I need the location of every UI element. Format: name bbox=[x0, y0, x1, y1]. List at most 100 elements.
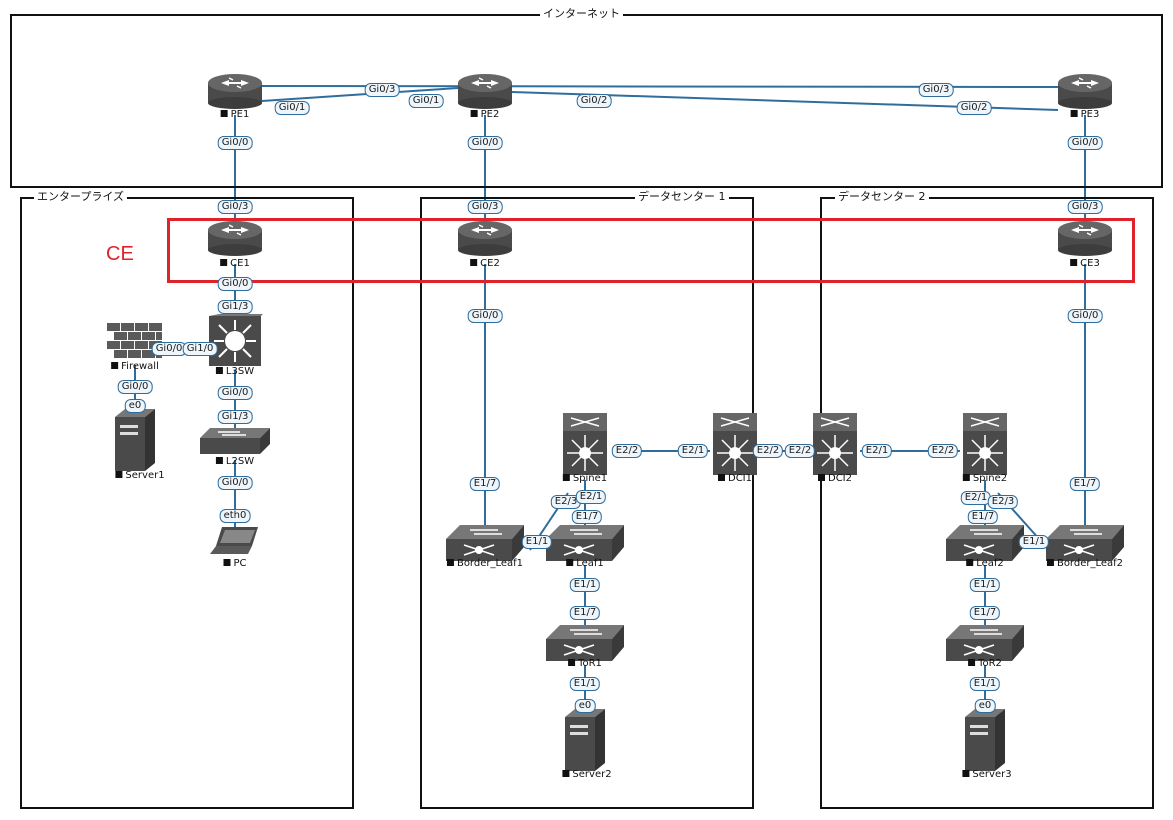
dc1-zone-title: データセンター 1 bbox=[635, 190, 729, 204]
port-label-tor1: E1/1 bbox=[569, 677, 601, 691]
port-label-dci2: E2/2 bbox=[784, 444, 816, 458]
ce-highlight-box bbox=[167, 218, 1135, 283]
port-label-spine2: E2/2 bbox=[927, 444, 959, 458]
device-label-pc: PC bbox=[223, 558, 246, 570]
port-label-l3sw: Gi0/0 bbox=[217, 386, 253, 400]
nexus-icon[interactable] bbox=[811, 411, 859, 481]
port-label-server3: e0 bbox=[974, 699, 996, 713]
device-label-ce1: CE1 bbox=[220, 258, 250, 270]
port-label-ce3: Gi0/0 bbox=[1067, 309, 1103, 323]
port-label-ce2: Gi0/3 bbox=[467, 200, 503, 214]
device-label-spine2: Spine2 bbox=[963, 473, 1007, 485]
port-label-firewall: Gi0/0 bbox=[117, 380, 153, 394]
port-label-dci1: E2/2 bbox=[752, 444, 784, 458]
port-label-tor2: E1/7 bbox=[969, 606, 1001, 620]
leaf-switch-icon[interactable] bbox=[946, 523, 1024, 567]
router-icon[interactable] bbox=[1057, 220, 1113, 260]
port-label-ce1: Gi0/3 bbox=[217, 200, 253, 214]
port-label-leaf2: E1/7 bbox=[967, 510, 999, 524]
nexus-icon[interactable] bbox=[711, 411, 759, 481]
port-label-pe1: Gi0/0 bbox=[217, 136, 253, 150]
nexus-icon[interactable] bbox=[561, 411, 609, 481]
port-label-firewall: Gi0/0 bbox=[151, 342, 187, 356]
link-pe1-pe2 bbox=[261, 87, 459, 102]
internet-zone: インターネット bbox=[10, 7, 1163, 188]
port-label-spine2: E2/3 bbox=[987, 495, 1019, 509]
dc2-zone: データセンター 2 bbox=[820, 190, 1154, 809]
router-icon[interactable] bbox=[457, 220, 513, 260]
port-label-server1: e0 bbox=[124, 399, 146, 413]
port-label-pe2: Gi0/0 bbox=[467, 136, 503, 150]
leaf-switch-icon[interactable] bbox=[1046, 523, 1124, 567]
port-label-pc: eth0 bbox=[219, 509, 251, 523]
port-label-ce2: Gi0/0 bbox=[467, 309, 503, 323]
device-label-pe3: PE3 bbox=[1071, 109, 1100, 121]
port-label-ce3: Gi0/3 bbox=[1067, 200, 1103, 214]
port-label-pe3: Gi0/3 bbox=[918, 83, 954, 97]
port-label-leaf1: E1/1 bbox=[569, 578, 601, 592]
ce-highlight-label: CE bbox=[106, 243, 134, 265]
leaf-switch-icon[interactable] bbox=[946, 623, 1024, 667]
port-label-l2sw: Gi0/0 bbox=[217, 476, 253, 490]
port-label-pe1: Gi0/3 bbox=[364, 83, 400, 97]
device-label-pe1: PE1 bbox=[221, 109, 250, 121]
nexus-icon[interactable] bbox=[961, 411, 1009, 481]
port-label-border_leaf1: E1/1 bbox=[521, 535, 553, 549]
port-label-l3sw: Gi1/3 bbox=[217, 300, 253, 314]
device-label-spine1: Spine1 bbox=[563, 473, 607, 485]
port-label-leaf2: E1/1 bbox=[969, 578, 1001, 592]
port-label-l2sw: Gi1/3 bbox=[217, 410, 253, 424]
port-label-pe2: Gi0/1 bbox=[408, 94, 444, 108]
port-label-tor2: E1/1 bbox=[969, 677, 1001, 691]
port-label-pe3: Gi0/2 bbox=[956, 101, 992, 115]
port-label-border_leaf1: E1/7 bbox=[469, 477, 501, 491]
router-icon[interactable] bbox=[207, 220, 263, 260]
device-label-firewall: Firewall bbox=[111, 361, 159, 373]
port-label-spine1: E2/1 bbox=[575, 490, 607, 504]
device-label-pe2: PE2 bbox=[471, 109, 500, 121]
port-label-pe3: Gi0/0 bbox=[1067, 136, 1103, 150]
port-label-ce1: Gi0/0 bbox=[217, 277, 253, 291]
device-label-leaf1: Leaf1 bbox=[566, 558, 604, 570]
device-label-border_leaf1: Border_Leaf1 bbox=[447, 558, 523, 570]
router-icon[interactable] bbox=[207, 73, 263, 113]
leaf-switch-icon[interactable] bbox=[546, 523, 624, 567]
server-icon[interactable] bbox=[563, 709, 607, 777]
port-label-leaf1: E1/7 bbox=[571, 510, 603, 524]
device-label-ce2: CE2 bbox=[470, 258, 500, 270]
device-label-tor2: ToR2 bbox=[968, 658, 1002, 670]
port-label-server2: e0 bbox=[574, 699, 596, 713]
router-icon[interactable] bbox=[1057, 73, 1113, 113]
device-label-server1: Server1 bbox=[115, 470, 164, 482]
device-label-ce3: CE3 bbox=[1070, 258, 1100, 270]
device-label-dci2: DCI2 bbox=[818, 473, 852, 485]
router-icon[interactable] bbox=[457, 73, 513, 113]
port-label-dci1: E2/1 bbox=[677, 444, 709, 458]
device-label-dci1: DCI1 bbox=[718, 473, 752, 485]
port-label-l3sw: Gi1/0 bbox=[182, 342, 218, 356]
leaf-switch-icon[interactable] bbox=[546, 623, 624, 667]
device-label-tor1: ToR1 bbox=[568, 658, 602, 670]
device-label-border_leaf2: Border_Leaf2 bbox=[1047, 558, 1123, 570]
port-label-border_leaf2: E1/1 bbox=[1018, 535, 1050, 549]
dc1-zone: データセンター 1 bbox=[420, 190, 754, 809]
port-label-spine2: E2/1 bbox=[960, 491, 992, 505]
device-label-server3: Server3 bbox=[962, 769, 1011, 781]
port-label-spine1: E2/2 bbox=[611, 444, 643, 458]
port-label-tor1: E1/7 bbox=[569, 606, 601, 620]
l2-switch-icon[interactable] bbox=[200, 426, 270, 460]
port-label-dci2: E2/1 bbox=[861, 444, 893, 458]
dc2-zone-title: データセンター 2 bbox=[835, 190, 929, 204]
server-icon[interactable] bbox=[963, 709, 1007, 777]
device-label-server2: Server2 bbox=[562, 769, 611, 781]
enterprise-zone: エンタープライズ bbox=[20, 190, 354, 809]
device-label-leaf2: Leaf2 bbox=[966, 558, 1004, 570]
device-label-l3sw: L3SW bbox=[216, 366, 254, 378]
device-label-l2sw: L2SW bbox=[216, 456, 254, 468]
leaf-switch-icon[interactable] bbox=[446, 523, 524, 567]
l3-switch-icon[interactable] bbox=[207, 314, 263, 372]
server-icon[interactable] bbox=[113, 409, 157, 477]
laptop-icon[interactable] bbox=[208, 526, 262, 560]
port-label-pe1: Gi0/1 bbox=[274, 101, 310, 115]
